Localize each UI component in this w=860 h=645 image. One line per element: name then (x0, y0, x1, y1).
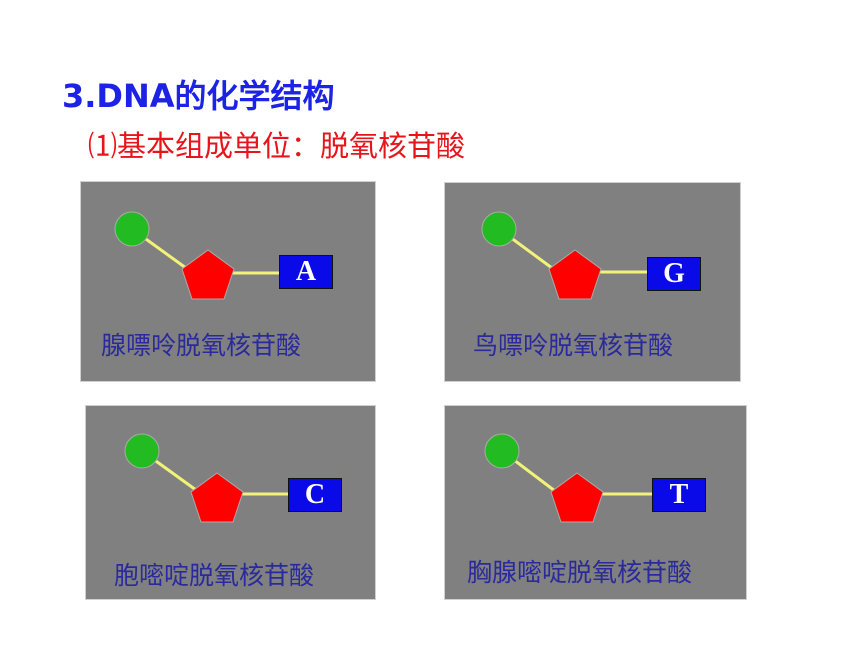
base-box-cytosine: C (288, 478, 342, 512)
phosphate-circle-icon (484, 433, 520, 469)
nucleotide-diagram-adenine (114, 211, 279, 300)
nucleotide-card-thymine: T 胸腺嘧啶脱氧核苷酸 (444, 405, 747, 600)
nucleotide-card-guanine: G 鸟嘌呤脱氧核苷酸 (444, 182, 741, 382)
deoxyribose-pentagon-icon (190, 472, 244, 523)
slide-subtitle: ⑴基本组成单位：脱氧核苷酸 (88, 129, 466, 163)
phosphate-circle-icon (114, 211, 150, 247)
nucleotide-card-cytosine: C 胞嘧啶脱氧核苷酸 (85, 405, 376, 600)
deoxyribose-pentagon-icon (550, 472, 604, 523)
nucleotide-diagram-thymine (484, 433, 652, 523)
base-box-adenine: A (279, 255, 333, 289)
base-box-guanine: G (647, 257, 701, 291)
deoxyribose-pentagon-icon (181, 249, 235, 300)
nucleotide-label-cytosine: 胞嘧啶脱氧核苷酸 (114, 561, 315, 590)
phosphate-circle-icon (124, 433, 160, 469)
nucleotide-card-adenine: A 腺嘌呤脱氧核苷酸 (80, 181, 376, 382)
base-box-thymine: T (652, 478, 706, 512)
nucleotide-label-thymine: 胸腺嘧啶脱氧核苷酸 (467, 558, 693, 587)
nucleotide-label-guanine: 鸟嘌呤脱氧核苷酸 (473, 331, 674, 360)
nucleotide-diagram-guanine (481, 211, 647, 300)
nucleotide-diagram-cytosine (124, 433, 288, 523)
nucleotide-label-adenine: 腺嘌呤脱氧核苷酸 (101, 331, 302, 360)
slide-title: 3.DNA的化学结构 (62, 77, 335, 115)
deoxyribose-pentagon-icon (548, 249, 602, 300)
phosphate-circle-icon (481, 211, 517, 247)
